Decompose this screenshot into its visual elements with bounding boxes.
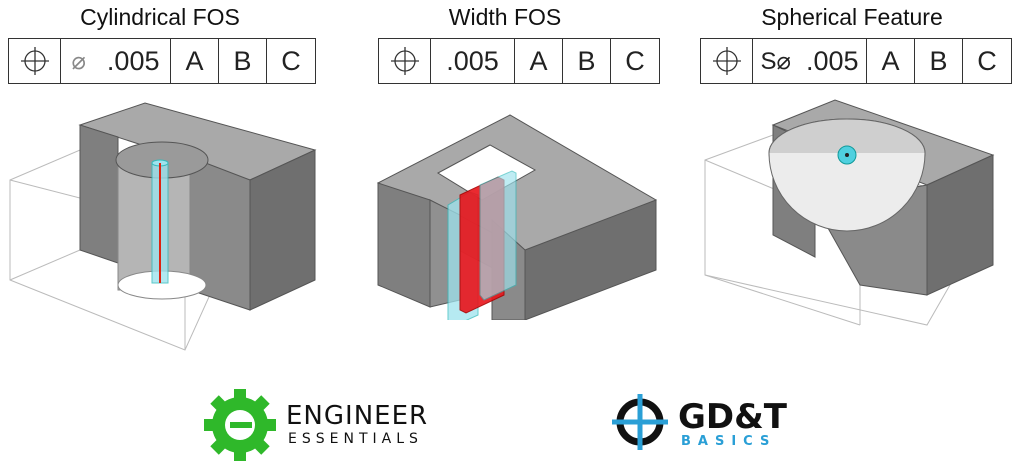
datum-c: C [625, 45, 645, 76]
engineer-logo-line1: ENGINEER [286, 401, 429, 431]
datum-a: A [171, 39, 219, 83]
datum-a: A [867, 39, 915, 83]
panel-title-spherical: Spherical Feature [761, 4, 943, 30]
diameter-icon: ⌀ [71, 47, 86, 75]
feature-control-frame-cylindrical: ⌀ .005 A B C [8, 38, 316, 84]
gdt-logo-icon [612, 394, 668, 450]
width-fos-part [376, 114, 658, 320]
feature-control-frame-spherical: S⌀ .005 A B C [700, 38, 1012, 84]
gdt-logo-line2: BASICS [681, 434, 777, 449]
engineer-logo-line2: ESSENTIALS [288, 431, 423, 447]
tolerance-value: .005 [106, 45, 160, 76]
spherical-diameter-icon: S⌀ [760, 47, 791, 75]
datum-c: C [977, 45, 997, 76]
gear-icon [204, 389, 276, 461]
position-icon [379, 39, 431, 83]
feature-control-frame-width: .005 A B C [378, 38, 660, 84]
panel-title-cylindrical: Cylindrical FOS [80, 4, 240, 30]
tolerance-value: .005 [805, 45, 859, 76]
datum-b: B [219, 39, 267, 83]
gdt-logo-line1: GD&T [678, 397, 787, 437]
tolerance-cell: ⌀ .005 [61, 39, 171, 83]
datum-b: B [915, 39, 963, 83]
spherical-feature-part [704, 99, 995, 326]
cylindrical-fos-part [9, 102, 317, 351]
position-icon [9, 39, 61, 83]
tolerance-cell: S⌀ .005 [753, 39, 867, 83]
panel-title-width: Width FOS [448, 4, 562, 30]
tolerance-value: .005 [446, 45, 499, 76]
position-icon [701, 39, 753, 83]
tolerance-cell: .005 [431, 39, 515, 83]
datum-b: B [563, 39, 611, 83]
datum-c: C [281, 45, 301, 76]
datum-a: A [515, 39, 563, 83]
